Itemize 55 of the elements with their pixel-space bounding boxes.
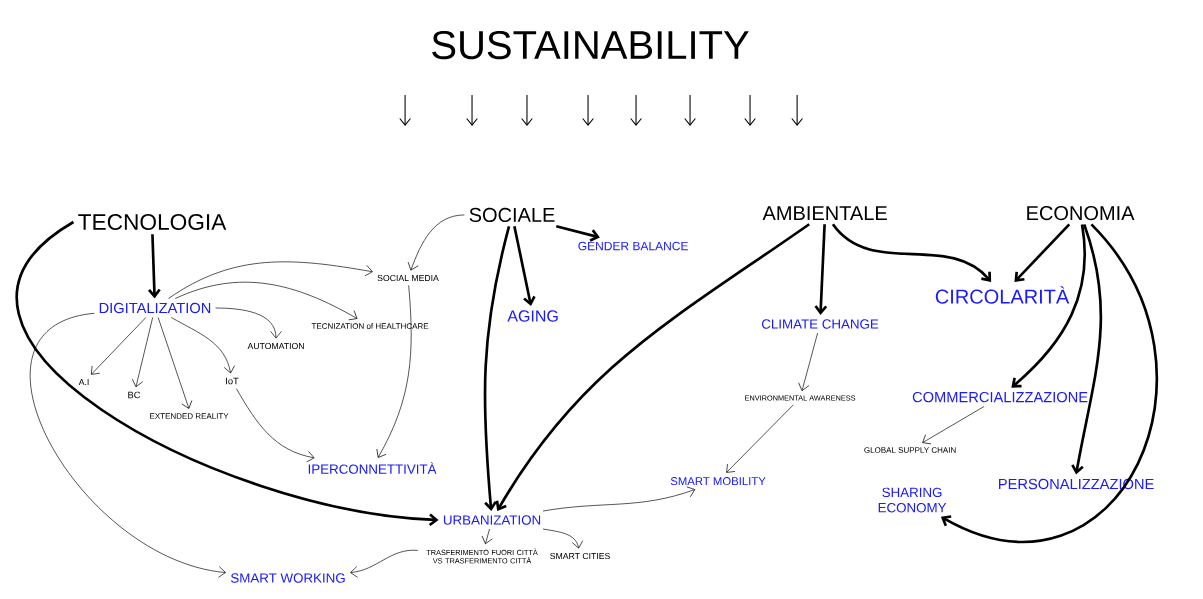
topic-label: SHARING ECONOMY (878, 487, 947, 513)
arrow (726, 404, 794, 473)
arrow (91, 317, 147, 375)
arrow (495, 223, 810, 512)
topic-label: CLIMATE CHANGE (761, 319, 879, 329)
arrow (555, 225, 600, 242)
topic-label: IPERCONNETTIVITÀ (308, 462, 437, 474)
arrow (483, 225, 511, 512)
arrow (236, 388, 315, 463)
topic-label: GENDER BALANCE (578, 241, 688, 251)
arrow (940, 223, 1158, 543)
subtopic-label: SMART CITIES (550, 553, 610, 560)
arrow (174, 282, 358, 321)
heading: TECNOLOGIA (78, 214, 227, 231)
arrow (171, 317, 236, 374)
arrow (513, 226, 536, 307)
subtopic-label: EXTENDED REALITY (150, 413, 229, 419)
arrow (1014, 223, 1071, 282)
arrow (922, 406, 985, 445)
subtopic-label: SOCIAL MEDIA (377, 274, 439, 282)
arrow (215, 307, 282, 339)
subtopic-label: IoT (226, 377, 239, 385)
arrow (407, 214, 465, 271)
arrow (542, 486, 696, 512)
arrow (1011, 224, 1087, 388)
arrow (376, 285, 412, 458)
heading: SOCIALE (469, 207, 555, 223)
arrow (1071, 224, 1103, 475)
heading: AMBIENTALE (762, 206, 887, 220)
subtopic-label: GLOBAL SUPPLY CHAIN (864, 447, 956, 453)
arrow (17, 220, 439, 527)
title: SUSTAINABILITY (432, 30, 749, 60)
topic-label: DIGITALIZATION (99, 302, 211, 314)
arrow (148, 234, 161, 299)
topic-label: AGING (507, 310, 558, 322)
arrow (831, 223, 992, 282)
topic-label: SMART MOBILITY (670, 477, 766, 486)
arrow (481, 528, 493, 545)
arrow (132, 317, 153, 388)
heading: ECONOMIA (1027, 206, 1135, 221)
subtopic-label: A.I (78, 379, 89, 385)
topic-label: CIRCOLARITÀ (935, 286, 1070, 304)
topic-label: COMMERCIALIZZAZIONE (912, 391, 1088, 403)
arrow (30, 313, 226, 578)
subtopic-label: TECNIZATION of HEALTHCARE (311, 323, 429, 329)
arrow (157, 317, 193, 409)
arrow (350, 549, 419, 578)
arrow (798, 332, 818, 391)
arrow (168, 261, 373, 299)
topic-label: URBANIZATION (443, 515, 541, 525)
subtopic-label: BC (128, 391, 141, 399)
subtopic-label: AUTOMATION (247, 342, 304, 350)
arrow (542, 528, 584, 549)
arrow (814, 224, 828, 316)
topic-label: SMART WORKING (230, 573, 345, 583)
